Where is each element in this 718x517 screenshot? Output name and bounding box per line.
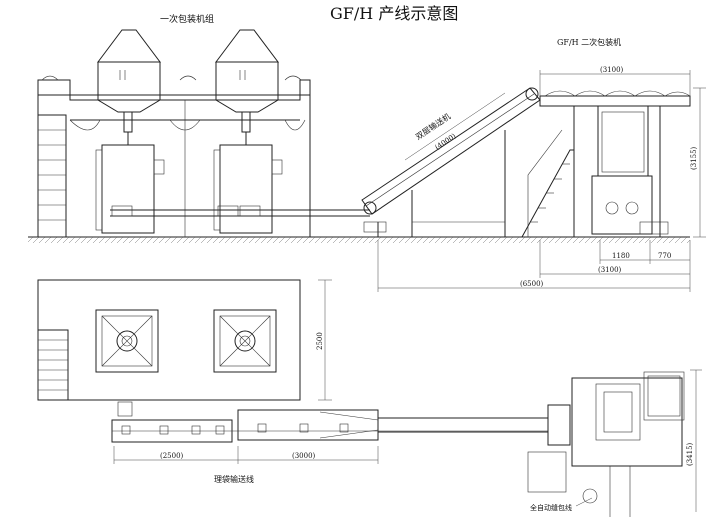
platform-frame [37,75,311,238]
dim-bottom-width: (3100) [598,266,622,274]
primary-packers-label: 一次包装机组 [160,13,214,25]
dim-plan-seg2: (3000) [292,452,316,460]
plan-packer-1 [95,309,159,373]
ground-line [28,236,690,243]
primary-packer-2 [213,29,283,234]
secondary-packer-label: GF/H 二次包装机 [557,37,621,47]
dim-top-width: (3100) [600,66,624,74]
left-stair [37,114,67,238]
dim-770: 770 [658,252,671,260]
bag-arrange-label: 理袋输送线 [214,474,254,484]
plan-bag-conveyor [111,401,549,443]
dim-plan-right: (3415) [686,442,694,466]
plan-secondary-packer [527,371,685,517]
dim-plan-seg1: (2500) [160,452,184,460]
bottom-horizontal-conveyor [110,205,370,217]
dim-plan-depth: 2500 [316,332,324,350]
drawing-title: GF/H 产线示意图 [330,4,458,23]
secondary-packer-elevation [521,90,691,238]
double-layer-conveyor [361,87,541,237]
plan-platform [37,279,301,401]
dim-height-right: (3155) [690,146,698,170]
dim-1180: 1180 [612,252,630,260]
plan-packer-2 [213,309,277,373]
elevation-dimensions [377,70,706,292]
dim-total-length: (6500) [520,280,544,288]
primary-packer-1 [95,29,165,234]
auto-sewing-label: 全自动缝包线 [530,503,572,512]
conveyor-length-dim: (4000) [434,132,458,152]
